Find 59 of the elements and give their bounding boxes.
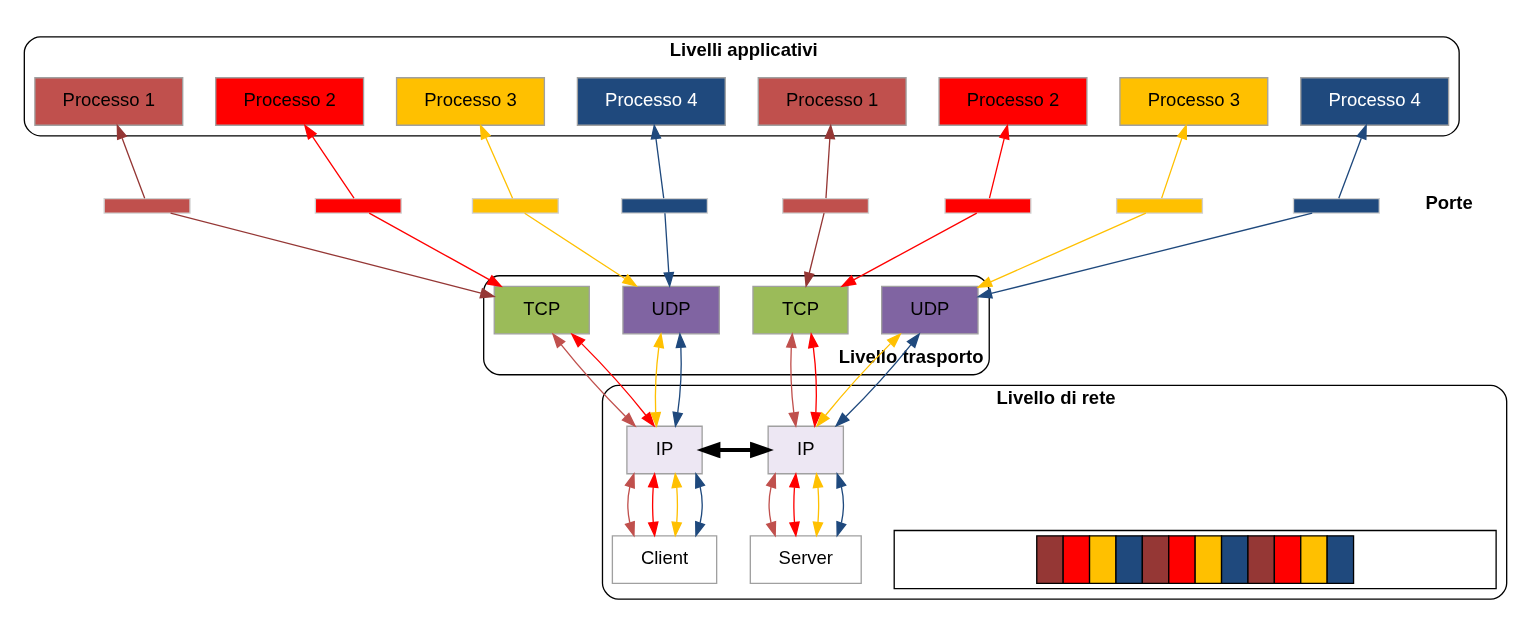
node-box: Server — [749, 535, 862, 584]
node-bar — [944, 197, 1032, 214]
arrow — [696, 441, 774, 459]
arrow — [812, 472, 824, 538]
arrow — [824, 123, 836, 199]
arrow — [836, 472, 847, 538]
node-box: TCP — [752, 285, 849, 335]
arrow — [840, 212, 978, 288]
arrow — [624, 472, 635, 538]
node-bar — [1292, 197, 1380, 214]
arrow — [671, 472, 683, 538]
arrow — [368, 212, 503, 288]
arrow — [116, 123, 146, 199]
node-box: Processo 1 — [34, 77, 184, 126]
arrow — [672, 332, 687, 428]
arrow — [695, 472, 706, 538]
node-box — [893, 529, 1497, 590]
arrow — [815, 332, 902, 428]
arrow — [1338, 123, 1367, 199]
arrow — [479, 123, 514, 199]
node-box: Processo 3 — [395, 77, 546, 126]
node-bar — [314, 197, 402, 214]
arrow — [785, 332, 800, 428]
arrow — [647, 472, 659, 538]
node-box: IP — [767, 425, 845, 475]
arrow — [650, 123, 665, 199]
label: Porte — [1425, 192, 1473, 214]
node-box: Processo 1 — [757, 77, 907, 126]
node-box: IP — [626, 425, 703, 475]
node-bar — [620, 197, 709, 214]
arrow — [976, 212, 1147, 289]
node-box: Processo 4 — [1300, 77, 1450, 126]
node-box: Processo 2 — [938, 77, 1088, 126]
node-box: Processo 3 — [1119, 77, 1269, 126]
arrow — [1161, 123, 1188, 199]
arrow — [788, 472, 800, 538]
node-box: UDP — [622, 285, 720, 335]
node-bar — [103, 197, 191, 214]
node-bar — [782, 197, 870, 214]
node-box: Processo 2 — [215, 77, 365, 126]
arrow — [976, 212, 1313, 299]
arrow — [650, 332, 665, 428]
node-bar — [471, 197, 559, 214]
arrow — [765, 472, 777, 538]
node-box: Processo 4 — [576, 77, 726, 126]
arrow — [551, 332, 637, 428]
node-bar — [1115, 197, 1204, 214]
arrow — [663, 212, 675, 289]
arrow — [804, 212, 825, 288]
arrow — [834, 332, 921, 428]
node-box: Client — [611, 535, 718, 584]
node-box: TCP — [493, 285, 590, 335]
arrow — [570, 332, 656, 428]
arrow — [169, 212, 496, 299]
arrow — [988, 123, 1010, 199]
arrow — [303, 123, 355, 199]
node-box: UDP — [881, 285, 979, 335]
arrow — [807, 332, 822, 428]
arrow — [524, 212, 638, 288]
